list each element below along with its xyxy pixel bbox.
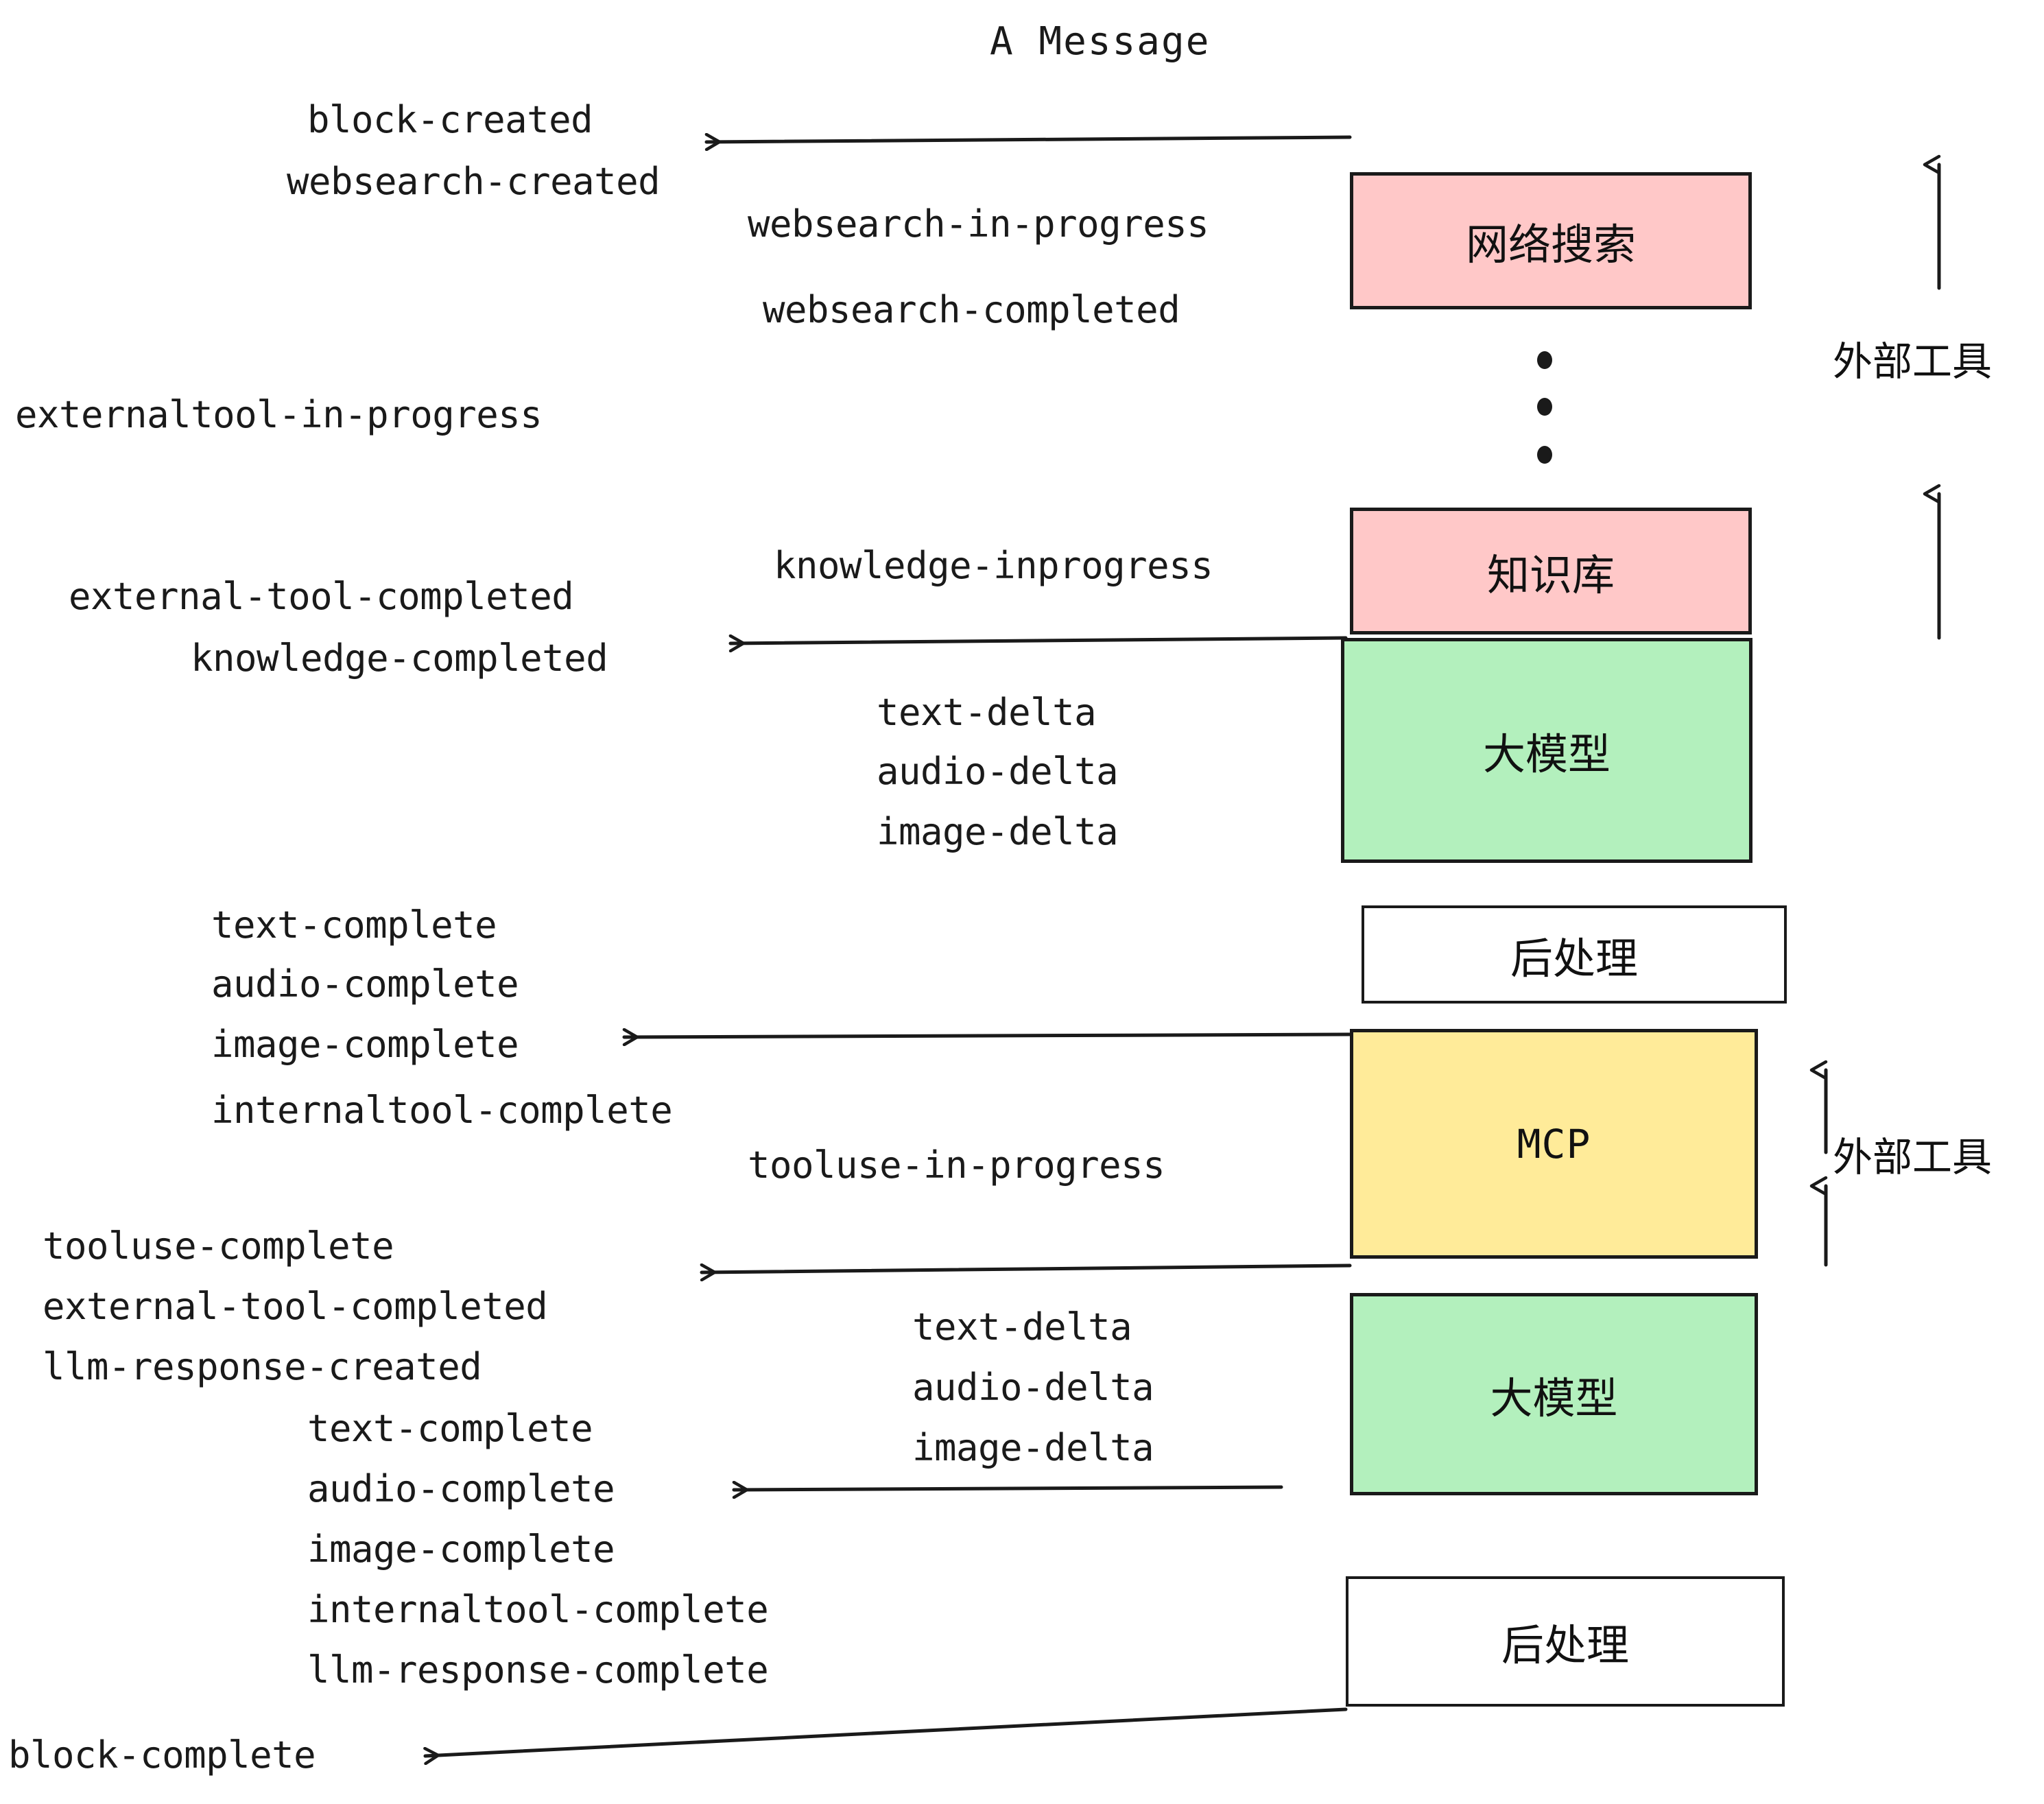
audio-complete-arrow bbox=[732, 1487, 1283, 1490]
event-label-websearch-completed: websearch-completed bbox=[763, 288, 1180, 331]
event-label-image-complete-1: image-complete bbox=[211, 1023, 519, 1066]
ellipsis-dot bbox=[1537, 446, 1552, 464]
event-label-knowledge-inprogress: knowledge-inprogress bbox=[774, 544, 1213, 587]
knowledge-completed-arrow bbox=[728, 638, 1348, 643]
node-knowledge-base-label: 知识库 bbox=[1486, 549, 1615, 600]
event-label-block-created: block-created bbox=[307, 98, 593, 141]
page-title: A Message bbox=[990, 19, 1211, 64]
event-label-text-delta-1: text-delta bbox=[877, 691, 1097, 734]
event-label-text-complete-2: text-complete bbox=[307, 1407, 593, 1450]
event-label-image-complete-2: image-complete bbox=[307, 1528, 615, 1571]
event-label-block-complete: block-complete bbox=[8, 1733, 316, 1777]
node-mcp[interactable]: MCP bbox=[1350, 1029, 1758, 1259]
node-postprocess-second-label: 后处理 bbox=[1501, 1620, 1629, 1670]
block-created-arrow bbox=[704, 137, 1352, 142]
event-label-audio-delta-1: audio-delta bbox=[877, 750, 1119, 793]
node-llm-first[interactable]: 大模型 bbox=[1341, 638, 1752, 863]
ellipsis-dot bbox=[1537, 351, 1552, 369]
event-label-image-delta-2: image-delta bbox=[912, 1426, 1154, 1469]
event-label-external-tool-completed-2: external-tool-completed bbox=[43, 1285, 548, 1328]
event-label-externaltool-in-progress: externaltool-in-progress bbox=[15, 393, 543, 436]
block-complete-arrow bbox=[425, 1707, 1348, 1756]
node-postprocess-first[interactable]: 后处理 bbox=[1362, 905, 1787, 1004]
event-label-audio-delta-2: audio-delta bbox=[912, 1366, 1154, 1409]
event-label-llm-response-created: llm-response-created bbox=[43, 1345, 482, 1388]
annotation-external-tool-bottom: 外部工具 bbox=[1833, 1134, 1993, 1180]
event-label-websearch-created: websearch-created bbox=[287, 160, 661, 203]
event-label-text-delta-2: text-delta bbox=[912, 1305, 1132, 1349]
tooluse-complete-arrow bbox=[700, 1266, 1352, 1272]
event-label-text-complete-1: text-complete bbox=[211, 903, 497, 947]
event-label-knowledge-completed: knowledge-completed bbox=[191, 637, 608, 680]
event-label-audio-complete-1: audio-complete bbox=[211, 962, 519, 1006]
node-websearch-label: 网络搜索 bbox=[1465, 219, 1636, 270]
node-llm-second-label: 大模型 bbox=[1490, 1373, 1618, 1423]
event-label-internaltool-complete-2: internaltool-complete bbox=[307, 1588, 769, 1631]
node-postprocess-first-label: 后处理 bbox=[1510, 933, 1638, 984]
node-postprocess-second[interactable]: 后处理 bbox=[1346, 1576, 1785, 1707]
node-knowledge-base[interactable]: 知识库 bbox=[1350, 508, 1752, 634]
event-label-audio-complete-2: audio-complete bbox=[307, 1467, 615, 1510]
event-label-image-delta-1: image-delta bbox=[877, 810, 1119, 853]
event-label-tooluse-in-progress: tooluse-in-progress bbox=[748, 1143, 1165, 1187]
ellipsis-dot bbox=[1537, 398, 1552, 416]
node-websearch[interactable]: 网络搜索 bbox=[1350, 172, 1752, 309]
annotation-external-tool-top: 外部工具 bbox=[1833, 338, 1993, 385]
event-label-internaltool-complete-1: internaltool-complete bbox=[211, 1089, 673, 1132]
event-label-tooluse-complete: tooluse-complete bbox=[43, 1224, 394, 1268]
event-label-websearch-in-progress: websearch-in-progress bbox=[748, 202, 1209, 246]
event-label-external-tool-completed-1: external-tool-completed bbox=[69, 575, 574, 618]
event-label-llm-response-complete: llm-response-complete bbox=[307, 1648, 769, 1692]
node-mcp-label: MCP bbox=[1517, 1120, 1591, 1167]
node-llm-first-label: 大模型 bbox=[1482, 729, 1611, 779]
node-llm-second[interactable]: 大模型 bbox=[1350, 1293, 1758, 1495]
image-complete-arrow bbox=[622, 1034, 1352, 1037]
